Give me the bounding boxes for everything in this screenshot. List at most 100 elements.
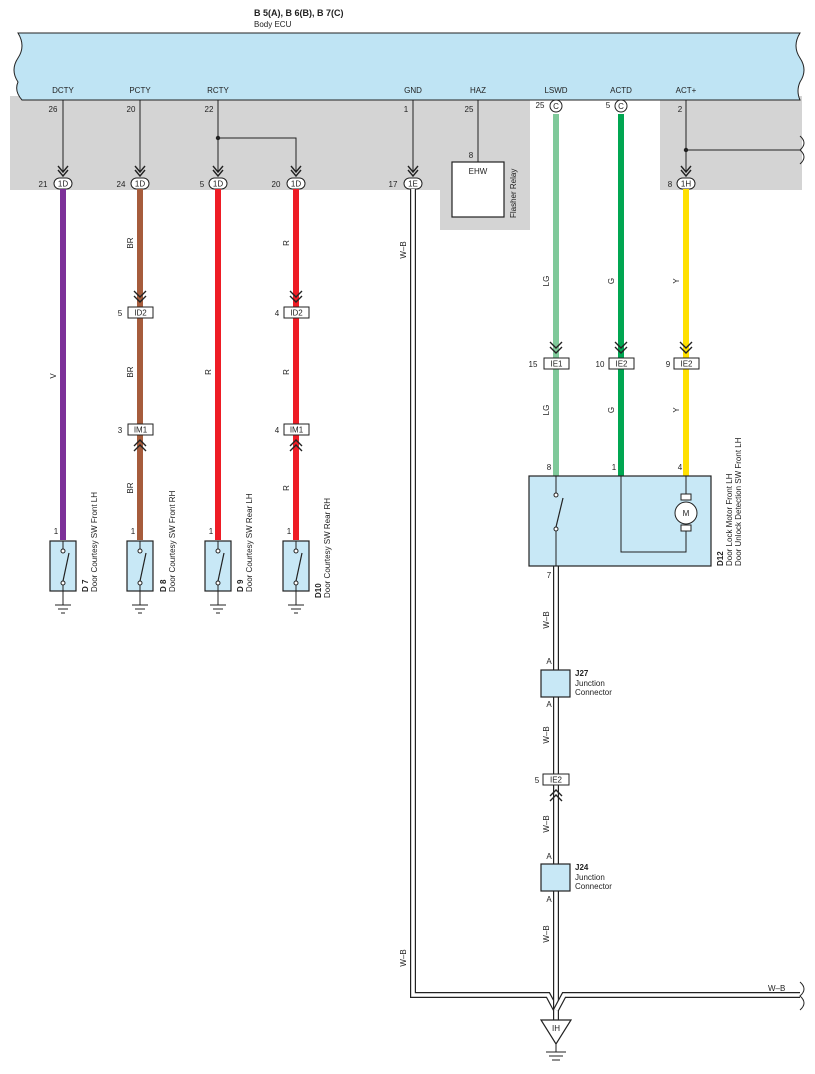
pin-num-gnd: 1 (404, 105, 409, 114)
svg-text:Connector: Connector (575, 688, 612, 697)
connector-ie2-b: IE2 9 (666, 341, 700, 370)
junction-pin-h: 8 (668, 180, 673, 189)
switch-d7: 1 D 7 Door Courtesy SW Front LH (49, 492, 99, 614)
junction-1d-d: 1D (291, 180, 301, 189)
svg-text:W–B: W–B (542, 726, 551, 743)
svg-text:3: 3 (118, 426, 123, 435)
pin-num-actplus: 2 (678, 105, 683, 114)
svg-text:10: 10 (596, 360, 605, 369)
svg-text:A: A (546, 895, 552, 904)
ecu-internal-wires (62, 100, 800, 172)
pin-label-dcty: DCTY (52, 86, 74, 95)
svg-text:G: G (607, 407, 616, 413)
junction-1d-b: 1D (135, 180, 145, 189)
svg-text:15: 15 (529, 360, 538, 369)
svg-text:Door Lock Motor Front LH: Door Lock Motor Front LH (725, 473, 734, 566)
svg-text:R: R (204, 369, 213, 375)
connector-ie2-c: IE2 5 (535, 773, 570, 802)
pin-label-haz: HAZ (470, 86, 486, 95)
svg-text:A: A (546, 657, 552, 666)
svg-text:R: R (282, 240, 291, 246)
svg-text:R: R (282, 485, 291, 491)
pin-num-dcty: 26 (49, 105, 58, 114)
svg-text:BR: BR (126, 237, 135, 248)
pin-label-gnd: GND (404, 86, 422, 95)
svg-text:Door Courtesy SW Rear LH: Door Courtesy SW Rear LH (245, 493, 254, 592)
svg-text:IE2: IE2 (615, 360, 628, 369)
ecu-name: Body ECU (254, 20, 292, 29)
svg-text:9: 9 (666, 360, 671, 369)
svg-text:IM1: IM1 (134, 426, 148, 435)
switch-d10: 1 D10 Door Courtesy SW Rear RH (282, 498, 332, 614)
svg-text:IM1: IM1 (290, 426, 304, 435)
junction-pin-b: 24 (117, 180, 126, 189)
svg-text:D12: D12 (716, 551, 725, 566)
conn-c-lswd: C (553, 102, 559, 111)
svg-text:Door Courtesy SW Rear RH: Door Courtesy SW Rear RH (323, 498, 332, 598)
door-lock-motor-d12: 8 1 4 M 7 D12 Door Lock Motor Front LH D… (528, 437, 743, 580)
ecu-code: B 5(A), B 6(B), B 7(C) (254, 8, 344, 18)
svg-text:IE2: IE2 (680, 360, 693, 369)
junction-pin-d: 20 (272, 180, 281, 189)
svg-text:IE1: IE1 (550, 360, 563, 369)
svg-text:IH: IH (552, 1024, 560, 1033)
junction-1h: 1H (681, 180, 691, 189)
switch-d9: 1 D 9 Door Courtesy SW Rear LH (204, 493, 254, 614)
ground-wires (410, 189, 805, 1020)
svg-text:J24: J24 (575, 863, 589, 872)
svg-text:Door Unlock Detection SW Front: Door Unlock Detection SW Front LH (734, 437, 743, 566)
svg-text:4: 4 (275, 426, 280, 435)
junction-1e: 1E (408, 180, 418, 189)
inline-connectors: ID2 5 ID2 4 IM1 3 IM1 4 (118, 290, 700, 802)
svg-text:1: 1 (612, 463, 617, 472)
body-ecu: B 5(A), B 6(B), B 7(C) Body ECU (13, 8, 805, 101)
svg-text:1: 1 (209, 527, 214, 536)
svg-text:D10: D10 (314, 583, 323, 598)
svg-text:W–B: W–B (399, 241, 408, 258)
junction-connector-j24: A A J24 Junction Connector (540, 852, 612, 904)
junction-1d-c: 1D (213, 180, 223, 189)
pin-num-lswd: 25 (536, 101, 545, 110)
svg-text:W–B: W–B (768, 984, 785, 993)
svg-text:7: 7 (547, 571, 552, 580)
svg-text:A: A (546, 700, 552, 709)
svg-text:A: A (546, 852, 552, 861)
ground-ih: IH (539, 1019, 573, 1061)
svg-text:IE2: IE2 (550, 776, 563, 785)
pin-label-actplus: ACT+ (676, 86, 697, 95)
pin-num-actd: 5 (606, 101, 611, 110)
relay-pin: 8 (469, 151, 474, 160)
svg-text:Connector: Connector (575, 882, 612, 891)
connector-id2-b: ID2 4 (275, 290, 310, 319)
svg-text:W–B: W–B (542, 925, 551, 942)
motor-symbol: M (683, 509, 690, 518)
flasher-relay: EHW 8 Flasher Relay (451, 151, 518, 218)
svg-text:4: 4 (275, 309, 280, 318)
pin-label-actd: ACTD (610, 86, 632, 95)
junction-pin-e: 17 (389, 180, 398, 189)
pin-label-rcty: RCTY (207, 86, 229, 95)
svg-text:W–B: W–B (542, 815, 551, 832)
svg-text:R: R (282, 369, 291, 375)
svg-text:1: 1 (131, 527, 136, 536)
relay-name: Flasher Relay (509, 169, 518, 218)
svg-text:Door Courtesy SW Front RH: Door Courtesy SW Front RH (168, 490, 177, 592)
svg-text:LG: LG (542, 276, 551, 287)
svg-text:Y: Y (672, 407, 681, 413)
svg-text:ID2: ID2 (290, 309, 303, 318)
junction-pin-a: 21 (39, 180, 48, 189)
connector-im1-a: IM1 3 (118, 423, 154, 452)
svg-text:Door Courtesy SW Front LH: Door Courtesy SW Front LH (90, 492, 99, 592)
junctions: 1D 21 1D 24 1D 5 1D 20 1E 17 1H 8 (39, 177, 696, 190)
svg-text:1: 1 (54, 527, 59, 536)
relay-label: EHW (469, 167, 488, 176)
junction-pin-c: 5 (200, 180, 205, 189)
pin-num-pcty: 20 (127, 105, 136, 114)
svg-text:BR: BR (126, 366, 135, 377)
svg-text:4: 4 (678, 463, 683, 472)
svg-text:LG: LG (542, 405, 551, 416)
svg-text:Y: Y (672, 278, 681, 284)
svg-text:ID2: ID2 (134, 309, 147, 318)
wires (60, 114, 689, 540)
